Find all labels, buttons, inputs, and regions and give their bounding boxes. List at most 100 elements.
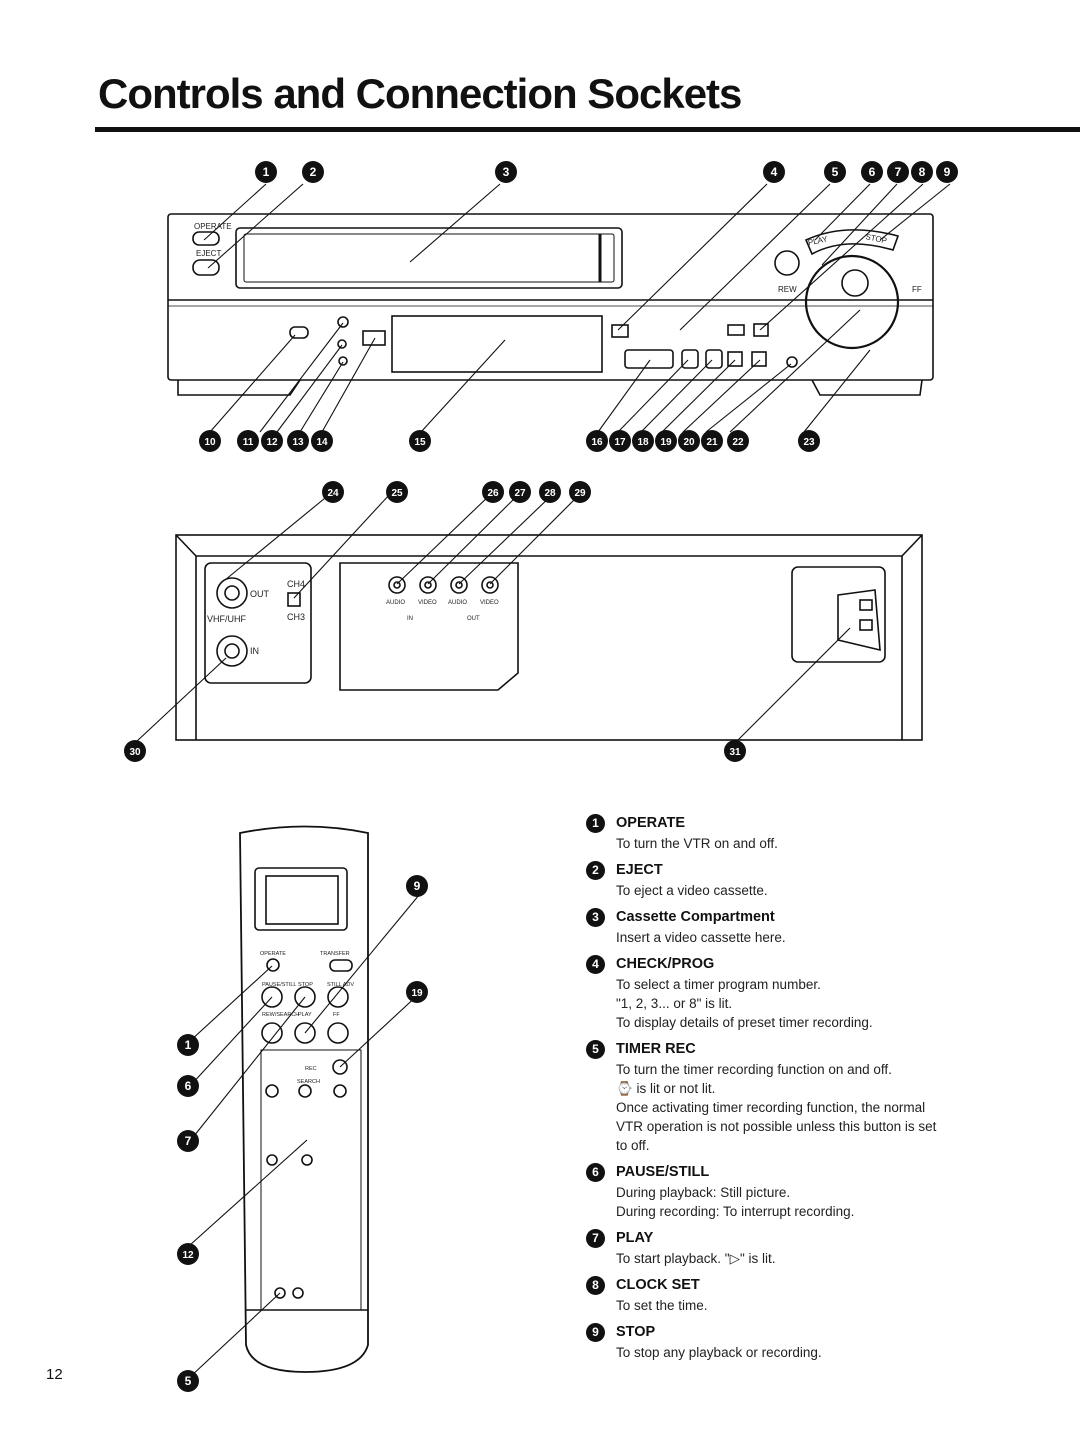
- vcr-front-panel: [167, 213, 934, 396]
- rear-audio-out-label: AUDIO: [448, 600, 467, 606]
- callout-number: 16: [591, 437, 603, 448]
- callout-badge: [261, 430, 283, 452]
- front-stop-label: STOP: [865, 232, 888, 245]
- callout-number: 7: [185, 1134, 192, 1148]
- description-line: "1, 2, 3... or 8" is lit.: [616, 996, 733, 1011]
- rear-vhf-uhf-label: VHF/UHF: [207, 614, 246, 624]
- callout-badge: [406, 981, 428, 1003]
- callout-number: 24: [327, 488, 339, 499]
- remote-rec-label: REC: [305, 1066, 317, 1072]
- description-title: TIMER REC: [616, 1041, 696, 1057]
- callout-badge: [287, 430, 309, 452]
- callout-number: 3: [503, 165, 510, 179]
- callout-badge: [124, 740, 146, 762]
- leader-lines: [135, 183, 951, 1378]
- callout-badge: [887, 161, 909, 183]
- callout-number: 7: [895, 165, 902, 179]
- callout-badge: [177, 1130, 199, 1152]
- description-title: CHECK/PROG: [616, 956, 715, 972]
- callout-number: 9: [944, 165, 951, 179]
- callout-badge: [255, 161, 277, 183]
- callout-badge: [386, 481, 408, 503]
- callout-number: 20: [683, 437, 695, 448]
- callout-number: 13: [292, 437, 304, 448]
- front-operate-label: OPERATE: [194, 222, 232, 231]
- callout-badge: [311, 430, 333, 452]
- callout-number: 12: [182, 1250, 194, 1261]
- description-item: 9 STOP To stop any playback or recording.: [586, 1321, 1066, 1362]
- callout-badge: [177, 1034, 199, 1056]
- description-title: STOP: [616, 1324, 656, 1340]
- remote-pause-label: PAUSE/STILL: [262, 982, 296, 988]
- remote-ff-label: FF: [333, 1012, 340, 1018]
- title-rule: [95, 127, 1080, 132]
- callout-badge: [177, 1370, 199, 1392]
- rear-out-group-label: OUT: [467, 616, 480, 622]
- callout-number: 1: [263, 165, 270, 179]
- front-eject-label: EJECT: [196, 249, 221, 258]
- remote-play-label: PLAY: [298, 1012, 312, 1018]
- page-number: 12: [46, 1366, 63, 1383]
- callout-number: 18: [637, 437, 649, 448]
- rear-audio-in-label: AUDIO: [386, 600, 405, 606]
- callout-number: 15: [414, 437, 426, 448]
- callout-number: 28: [544, 488, 556, 499]
- callout-badge: [936, 161, 958, 183]
- rear-ch4-label: CH4: [287, 579, 305, 589]
- description-line: To turn the VTR on and off.: [616, 836, 778, 851]
- callout-number: 12: [266, 437, 278, 448]
- description-number-badge: 3: [586, 908, 605, 927]
- rear-ch3-label: CH3: [287, 612, 305, 622]
- callout-number: 5: [185, 1374, 192, 1388]
- callout-badge: [539, 481, 561, 503]
- description-number-badge: 8: [586, 1276, 605, 1295]
- remote-stop-label: STOP: [298, 982, 313, 988]
- front-rew-label: REW: [778, 285, 797, 294]
- rear-out-label: OUT: [250, 589, 270, 599]
- callout-badge: [655, 430, 677, 452]
- callout-badge: [632, 430, 654, 452]
- callout-badge: [302, 161, 324, 183]
- callout-badge: [701, 430, 723, 452]
- callout-badge: [199, 430, 221, 452]
- callout-number: 27: [514, 488, 526, 499]
- callout-badge: [237, 430, 259, 452]
- front-ff-label: FF: [912, 285, 922, 294]
- description-line: to off.: [616, 1138, 650, 1153]
- description-line: During recording: To interrupt recording…: [616, 1204, 855, 1219]
- description-title: Cassette Compartment: [616, 909, 775, 925]
- callout-number: 19: [411, 988, 423, 999]
- description-line: To start playback. "▷" is lit.: [616, 1251, 776, 1266]
- callout-badge: [406, 875, 428, 897]
- description-number-badge: 6: [586, 1163, 605, 1182]
- callout-number: 6: [185, 1079, 192, 1093]
- description-line: ⌚ is lit or not lit.: [616, 1081, 716, 1096]
- callout-number: 1: [185, 1038, 192, 1052]
- rear-in-group-label: IN: [407, 616, 413, 622]
- callout-badge: [727, 430, 749, 452]
- vcr-rear-panel: [175, 534, 923, 741]
- callout-badge: [724, 740, 746, 762]
- description-title: OPERATE: [616, 815, 686, 831]
- page-title: Controls and Connection Sockets: [98, 70, 742, 117]
- callout-number: 6: [869, 165, 876, 179]
- description-line: To stop any playback or recording.: [616, 1345, 822, 1360]
- callout-badge: [569, 481, 591, 503]
- callout-number: 4: [771, 165, 778, 179]
- description-number-badge: 4: [586, 955, 605, 974]
- callout-number: 30: [129, 747, 141, 758]
- description-line: Once activating timer recording function…: [616, 1100, 926, 1115]
- callout-badge: [409, 430, 431, 452]
- remote-operate-label: OPERATE: [260, 951, 286, 957]
- callout-number: 25: [391, 488, 403, 499]
- callout-number: 2: [310, 165, 317, 179]
- description-number-badge: 9: [586, 1323, 605, 1342]
